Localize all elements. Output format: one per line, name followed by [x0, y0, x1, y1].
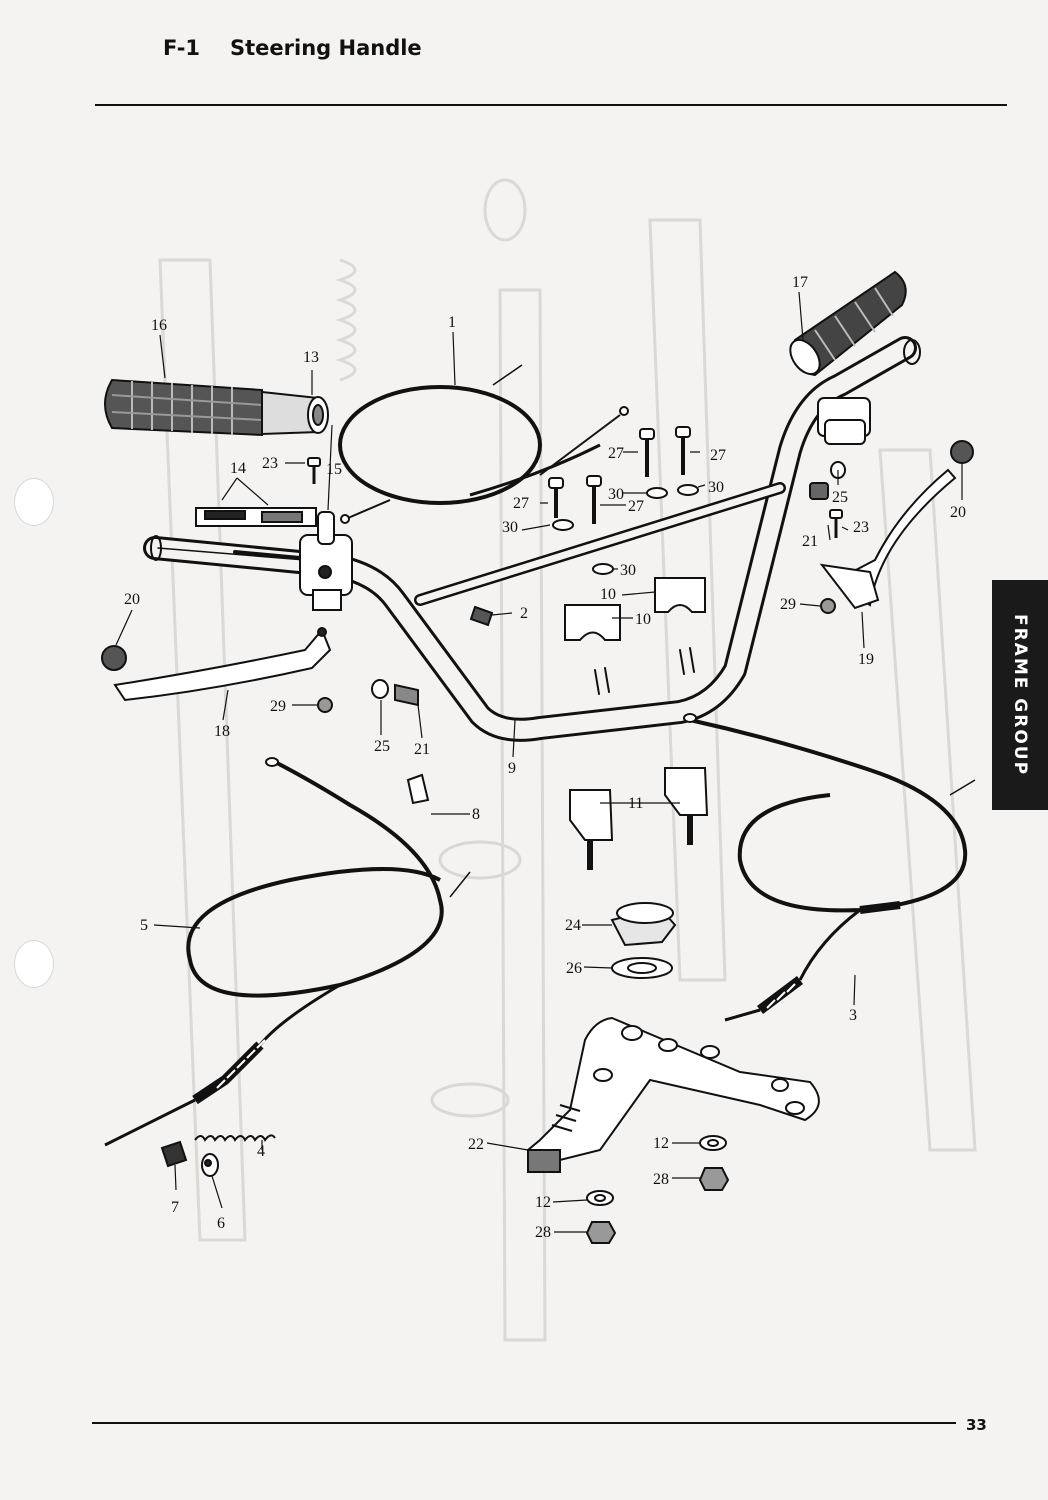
callout-9: 9: [508, 760, 516, 777]
callout-30d: 30: [620, 562, 636, 579]
throttle-housing: [195, 507, 353, 611]
callout-22: 22: [468, 1136, 484, 1153]
callout-25a: 25: [374, 738, 390, 755]
callout-16: 16: [151, 317, 167, 334]
punch-hole-bottom: [14, 940, 54, 988]
callout-2: 2: [520, 605, 528, 622]
callout-17: 17: [792, 274, 808, 291]
callout-8: 8: [472, 806, 480, 823]
callout-24: 24: [565, 917, 581, 934]
right-lever-clamp: [817, 397, 871, 445]
fasteners: [307, 426, 846, 805]
callout-10b: 10: [635, 611, 651, 628]
section-tab: FRAME GROUP: [992, 580, 1048, 810]
callout-23b: 23: [853, 519, 869, 536]
callout-23a: 23: [262, 455, 278, 472]
meter-bracket: [525, 1016, 820, 1173]
callout-20a: 20: [124, 591, 140, 608]
right-grip: [789, 270, 907, 377]
callout-26: 26: [566, 960, 582, 977]
callout-3: 3: [849, 1007, 857, 1024]
callout-20b: 20: [950, 504, 966, 521]
callout-30a: 30: [608, 486, 624, 503]
callout-6: 6: [217, 1215, 225, 1232]
callout-21a: 21: [414, 741, 430, 758]
callout-21b: 21: [802, 533, 818, 550]
right-lever: [819, 468, 957, 610]
callout-25b: 25: [832, 489, 848, 506]
callout-12b: 12: [535, 1194, 551, 1211]
lever-ends: [101, 440, 974, 671]
callout-28a: 28: [653, 1171, 669, 1188]
callout-7: 7: [171, 1199, 179, 1216]
callout-15: 15: [326, 461, 342, 478]
callout-4: 4: [257, 1143, 265, 1160]
callout-labels: 1 2 3 4 5 6 7 8 9 10 10 11 12 12 13 14 1…: [124, 274, 966, 1241]
footer-rule: [92, 1422, 956, 1424]
cable-1: [338, 364, 629, 524]
callout-27b: 27: [710, 447, 726, 464]
callout-30c: 30: [502, 519, 518, 536]
punch-hole-top: [14, 478, 54, 526]
callout-30b: 30: [708, 479, 724, 496]
callout-13: 13: [303, 349, 319, 366]
left-lever: [113, 627, 332, 702]
callout-29a: 29: [270, 698, 286, 715]
bracket-hardware: [585, 1135, 730, 1244]
header-rule: [95, 104, 1007, 106]
callout-11: 11: [628, 795, 643, 812]
callout-18: 18: [214, 723, 230, 740]
cable-3: [683, 713, 976, 1022]
callout-10a: 10: [600, 586, 616, 603]
adjuster-parts: [160, 1134, 276, 1177]
callout-29b: 29: [780, 596, 796, 613]
callout-27d: 27: [628, 498, 644, 515]
callout-27c: 27: [513, 495, 529, 512]
callout-19: 19: [858, 651, 874, 668]
steering-stem-cap: [610, 902, 677, 979]
page-title: Steering Handle: [230, 36, 422, 60]
callout-5: 5: [140, 917, 148, 934]
callout-14: 14: [230, 460, 246, 477]
left-grip: [104, 378, 329, 437]
section-code: F-1: [163, 36, 201, 60]
cable-5: [104, 757, 471, 1147]
ghost-fork-drawing: [158, 178, 977, 1342]
callout-27a: 27: [608, 445, 624, 462]
leader-lines: [115, 291, 963, 1233]
callout-28b: 28: [535, 1224, 551, 1241]
handlebar: [143, 336, 921, 742]
page-number: 33: [966, 1416, 987, 1434]
callout-1: 1: [448, 314, 456, 331]
callout-12a: 12: [653, 1135, 669, 1152]
